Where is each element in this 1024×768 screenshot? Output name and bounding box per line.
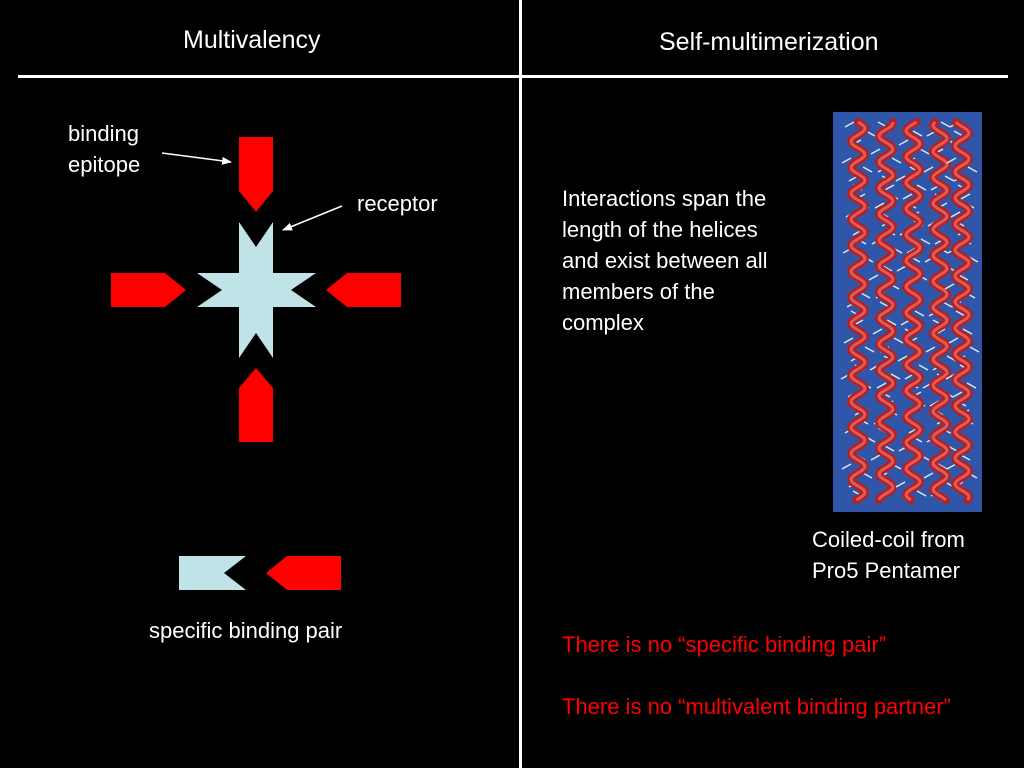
side-chain (895, 175, 906, 182)
side-chain (870, 454, 881, 461)
epitope-top (239, 137, 273, 212)
epitope-label-line1: binding (68, 121, 139, 146)
side-chain (893, 337, 904, 344)
pair-epitope-piece (266, 556, 341, 590)
side-chain (862, 472, 873, 479)
side-chain (914, 310, 925, 317)
side-chain (916, 184, 927, 191)
side-chain (902, 193, 913, 200)
side-chain (962, 328, 973, 335)
side-chain (872, 328, 883, 335)
side-chain (919, 148, 930, 155)
side-chain (916, 490, 927, 497)
receptor-pointer-arrow (282, 205, 343, 231)
side-chain (895, 481, 906, 488)
side-chain (944, 175, 955, 182)
side-chain (860, 292, 871, 299)
side-chain (898, 139, 909, 146)
side-chain (948, 337, 959, 344)
side-chain (884, 445, 895, 452)
note-no-specific-pair: There is no “specific binding pair” (562, 632, 887, 657)
side-chain (912, 130, 923, 137)
helix-highlight (877, 121, 895, 501)
side-chain (923, 472, 934, 479)
epitope-pointer-arrow (161, 152, 232, 165)
side-chain (960, 193, 971, 200)
side-chain (955, 310, 966, 317)
side-chain (944, 283, 955, 290)
side-chain (884, 184, 895, 191)
epitope-bottom (239, 368, 273, 442)
side-chain (946, 463, 957, 470)
side-chain (918, 364, 929, 371)
description-line-4: members of the (562, 279, 715, 304)
helix-highlight (931, 120, 949, 502)
receptor-label: receptor (357, 191, 438, 216)
description-line-2: length of the helices (562, 217, 758, 242)
pair-receptor-piece (179, 556, 246, 590)
side-chain (952, 391, 963, 398)
side-chain (862, 166, 873, 173)
helix-highlight (849, 120, 867, 502)
side-chain (958, 274, 969, 281)
helix-highlight (904, 120, 922, 502)
receptor-star (197, 222, 316, 358)
side-chain (942, 301, 953, 308)
epitope-left (111, 273, 186, 307)
specific-binding-pair-label: specific binding pair (149, 618, 343, 643)
epitope-label-line2: epitope (68, 152, 141, 177)
side-chain (966, 382, 977, 389)
side-chain (843, 337, 854, 344)
side-chain (940, 121, 951, 128)
side-chain (874, 202, 885, 209)
side-chain (882, 265, 893, 272)
heading-multivalency: Multivalency (183, 26, 321, 54)
side-chain (920, 238, 931, 245)
side-chain (868, 274, 879, 281)
side-chain (937, 463, 948, 470)
side-chain (844, 121, 855, 128)
side-chain (876, 382, 887, 389)
description-line-1: Interactions span the (562, 186, 767, 211)
heading-self-multimerization: Self-multimerization (659, 28, 879, 56)
side-chain (886, 319, 897, 326)
header-divider (18, 75, 1008, 78)
description-line-3: and exist between all (562, 248, 768, 273)
side-chain (925, 346, 936, 353)
image-caption-line1: Coiled-coil from (812, 527, 965, 552)
side-chain (969, 346, 980, 353)
helix-highlight (953, 120, 971, 501)
side-chain (896, 265, 907, 272)
side-chain (890, 373, 901, 380)
side-chain (946, 157, 957, 164)
description-line-5: complex (562, 310, 644, 335)
side-chain (923, 166, 934, 173)
side-chain (897, 355, 908, 362)
side-chain (950, 211, 961, 218)
side-chain (870, 148, 881, 155)
side-chain (841, 157, 852, 164)
column-divider (519, 0, 522, 768)
side-chain (864, 346, 875, 353)
side-chain (891, 157, 902, 164)
side-chain (841, 463, 852, 470)
helix-bundle (840, 118, 980, 504)
epitope-right (326, 273, 401, 307)
side-chain (967, 166, 978, 173)
image-caption-line2: Pro5 Pentamer (812, 558, 960, 583)
note-no-multivalent-partner: There is no “multivalent binding partner… (562, 694, 951, 719)
